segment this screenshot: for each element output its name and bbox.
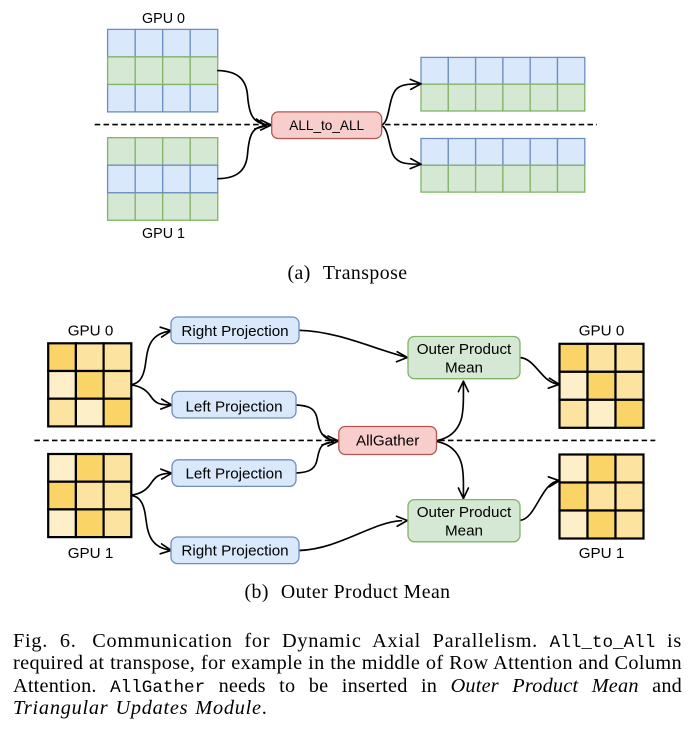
svg-text:AllGather: AllGather	[356, 433, 419, 450]
svg-text:Outer Product: Outer Product	[417, 504, 512, 521]
svg-text:Mean: Mean	[445, 523, 483, 540]
svg-text:GPU 1: GPU 1	[142, 226, 185, 242]
svg-text:GPU 0: GPU 0	[68, 323, 114, 340]
svg-text:ALL_to_ALL: ALL_to_ALL	[289, 118, 364, 133]
svg-text:GPU 1: GPU 1	[579, 545, 625, 562]
svg-text:Outer Product: Outer Product	[417, 341, 512, 358]
svg-text:GPU 0: GPU 0	[579, 323, 625, 340]
svg-text:Left Projection: Left Projection	[185, 465, 282, 482]
svg-text:Left Projection: Left Projection	[185, 398, 282, 415]
svg-text:Right Projection: Right Projection	[181, 323, 288, 340]
svg-text:Mean: Mean	[445, 359, 483, 376]
svg-text:Right Projection: Right Projection	[181, 543, 288, 560]
svg-text:GPU 0: GPU 0	[142, 11, 185, 27]
svg-text:GPU 1: GPU 1	[68, 545, 114, 562]
